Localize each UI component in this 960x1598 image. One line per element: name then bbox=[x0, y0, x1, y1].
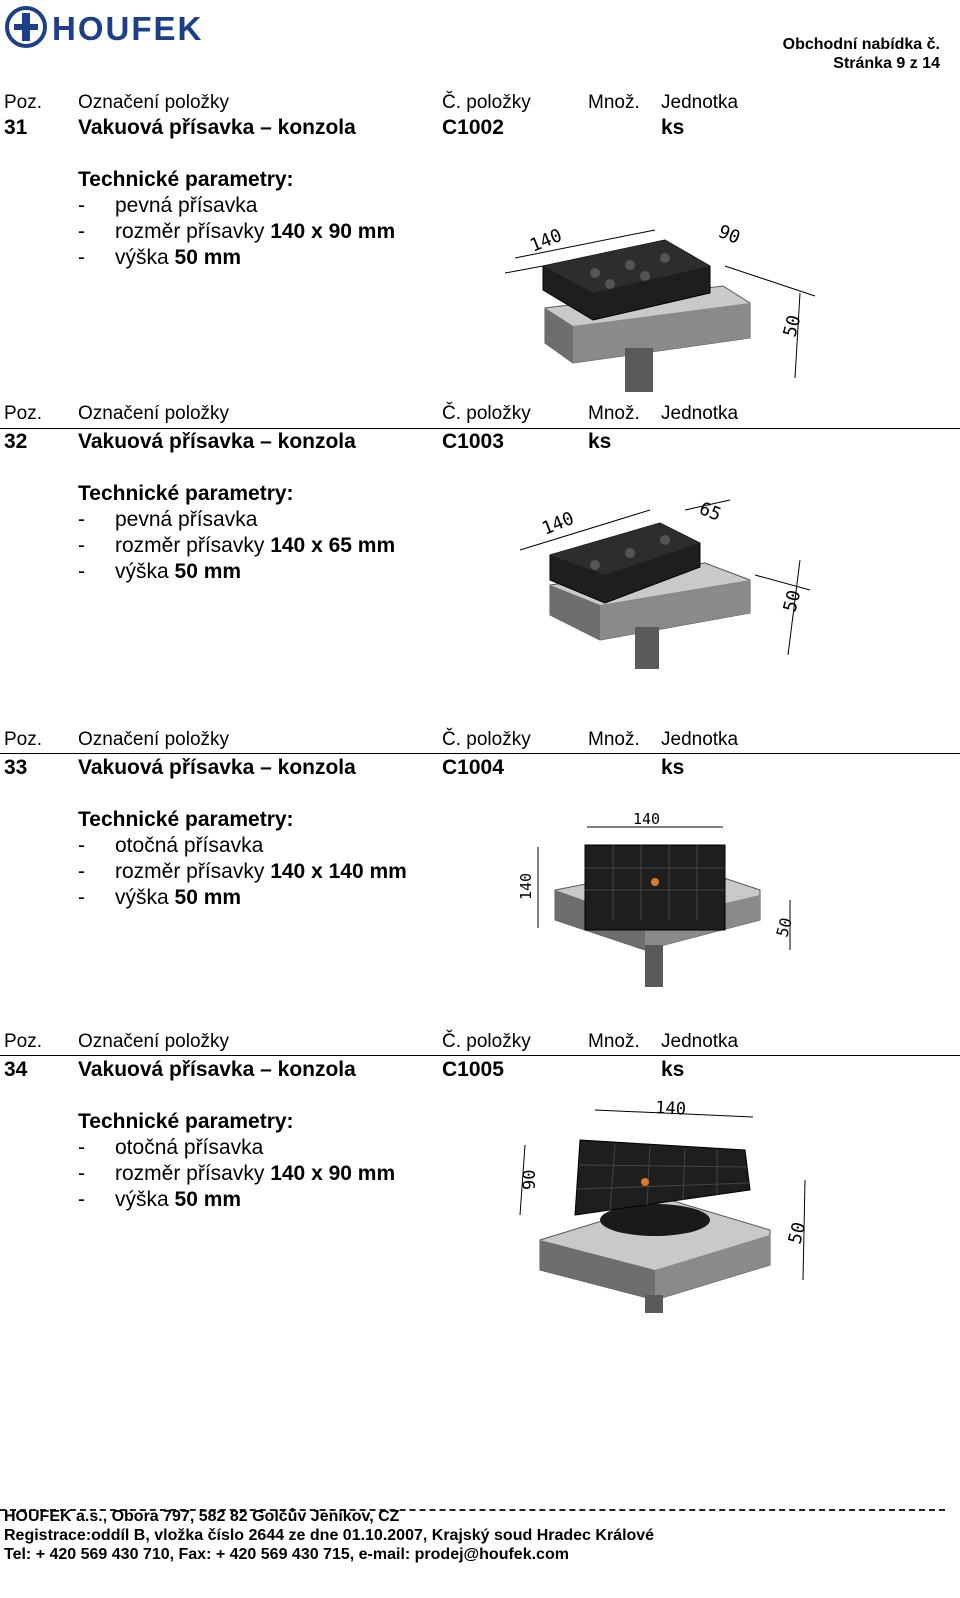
item-code: C1002 bbox=[442, 116, 504, 139]
col-qty: Množ. bbox=[588, 729, 640, 750]
col-name: Označení položky bbox=[78, 1031, 230, 1052]
item-pos: 33 bbox=[4, 756, 28, 779]
tech-params: Technické parametry: -otočná přísavka -r… bbox=[78, 1109, 395, 1213]
param-line: -výška 50 mm bbox=[78, 246, 242, 269]
col-qty: Množ. bbox=[588, 92, 640, 113]
item-unit: ks bbox=[661, 116, 685, 139]
params-title: Technické parametry: bbox=[78, 168, 294, 191]
item-code: C1003 bbox=[442, 430, 504, 453]
col-code: Č. položky bbox=[442, 403, 531, 424]
param-line: -výška 50 mm bbox=[78, 886, 242, 909]
tech-params: Technické parametry: -otočná přísavka -r… bbox=[78, 807, 407, 911]
dim-label: 140 bbox=[517, 873, 535, 900]
param-line: -rozměr přísavky 140 x 65 mm bbox=[78, 534, 396, 557]
param-line: -rozměr přísavky 140 x 90 mm bbox=[78, 220, 396, 243]
param-line: -otočná přísavka bbox=[78, 1136, 264, 1159]
offer-label: Obchodní nabídka č. bbox=[782, 36, 940, 53]
params-title: Technické parametry: bbox=[78, 1110, 294, 1133]
dim-label: 140 bbox=[655, 1098, 687, 1120]
item-qty: ks bbox=[588, 430, 612, 453]
param-line: -otočná přísavka bbox=[78, 834, 264, 857]
item-code: C1005 bbox=[442, 1058, 504, 1081]
params-title: Technické parametry: bbox=[78, 482, 294, 505]
item-pos: 34 bbox=[4, 1058, 28, 1081]
footer-contact: Tel: + 420 569 430 710, Fax: + 420 569 4… bbox=[4, 1546, 569, 1563]
item-name: Vakuová přísavka – konzola bbox=[78, 756, 356, 779]
col-name: Označení položky bbox=[78, 729, 230, 750]
col-pos: Poz. bbox=[4, 92, 43, 113]
header-rule bbox=[0, 428, 960, 429]
footer-address: HOUFEK a.s., Obora 797, 582 82 Golčův Je… bbox=[4, 1508, 400, 1525]
footer-divider bbox=[0, 1509, 945, 1511]
item-name: Vakuová přísavka – konzola bbox=[78, 1058, 356, 1081]
param-line: -výška 50 mm bbox=[78, 560, 242, 583]
dim-label: 140 bbox=[633, 810, 660, 828]
param-line: -výška 50 mm bbox=[78, 1188, 242, 1211]
param-line: -rozměr přísavky 140 x 90 mm bbox=[78, 1162, 396, 1185]
col-unit: Jednotka bbox=[661, 92, 739, 113]
col-qty: Množ. bbox=[588, 1031, 640, 1052]
param-line: -pevná přísavka bbox=[78, 508, 258, 531]
col-code: Č. položky bbox=[442, 729, 531, 750]
dim-label: 50 bbox=[785, 1220, 811, 1246]
header-rule bbox=[0, 1055, 960, 1056]
footer-registration: Registrace:oddíl B, vložka číslo 2644 ze… bbox=[4, 1527, 655, 1544]
col-unit: Jednotka bbox=[661, 1031, 739, 1052]
svg-text:HOUFEK: HOUFEK bbox=[52, 10, 203, 47]
dim-label: 140 bbox=[527, 225, 565, 257]
dim-label: 140 bbox=[539, 508, 577, 540]
item-unit: ks bbox=[661, 1058, 685, 1081]
item-pos: 32 bbox=[4, 430, 28, 453]
suction-cup-illustration: 140 90 50 bbox=[519, 1098, 811, 1313]
item-pos: 31 bbox=[4, 116, 28, 139]
col-code: Č. položky bbox=[442, 92, 531, 113]
suction-cup-illustration: 140 140 50 bbox=[517, 810, 796, 987]
tech-params: Technické parametry: -pevná přísavka -ro… bbox=[78, 481, 395, 585]
item-unit: ks bbox=[661, 756, 685, 779]
col-pos: Poz. bbox=[4, 729, 43, 750]
col-name: Označení položky bbox=[78, 403, 230, 424]
tech-params: Technické parametry: -pevná přísavka -ro… bbox=[78, 167, 395, 271]
params-title: Technické parametry: bbox=[78, 808, 294, 831]
col-code: Č. položky bbox=[442, 1031, 531, 1052]
header-offer-info: Obchodní nabídka č. Stránka 9 z 14 bbox=[783, 35, 940, 73]
col-unit: Jednotka bbox=[661, 729, 739, 750]
dim-label: 50 bbox=[773, 916, 796, 940]
item-name: Vakuová přísavka – konzola bbox=[78, 116, 356, 139]
col-unit: Jednotka bbox=[661, 403, 739, 424]
suction-cup-illustration: 140 65 50 bbox=[519, 498, 811, 669]
param-line: -pevná přísavka bbox=[78, 194, 258, 217]
item-name: Vakuová přísavka – konzola bbox=[78, 430, 356, 453]
dim-label: 90 bbox=[715, 221, 743, 249]
col-pos: Poz. bbox=[4, 1031, 43, 1052]
item-code: C1004 bbox=[442, 756, 504, 779]
header-rule bbox=[0, 753, 960, 754]
dim-label: 50 bbox=[780, 588, 806, 614]
dim-label: 90 bbox=[520, 1170, 540, 1190]
param-line: -rozměr přísavky 140 x 140 mm bbox=[78, 860, 407, 883]
col-pos: Poz. bbox=[4, 403, 43, 424]
suction-cup-illustration: 140 90 50 bbox=[504, 221, 816, 392]
page-label: Stránka 9 z 14 bbox=[833, 55, 940, 72]
dim-label: 50 bbox=[780, 313, 806, 339]
col-name: Označení položky bbox=[78, 92, 230, 113]
houfek-logo: HOUFEK bbox=[5, 6, 254, 48]
col-qty: Množ. bbox=[588, 403, 640, 424]
